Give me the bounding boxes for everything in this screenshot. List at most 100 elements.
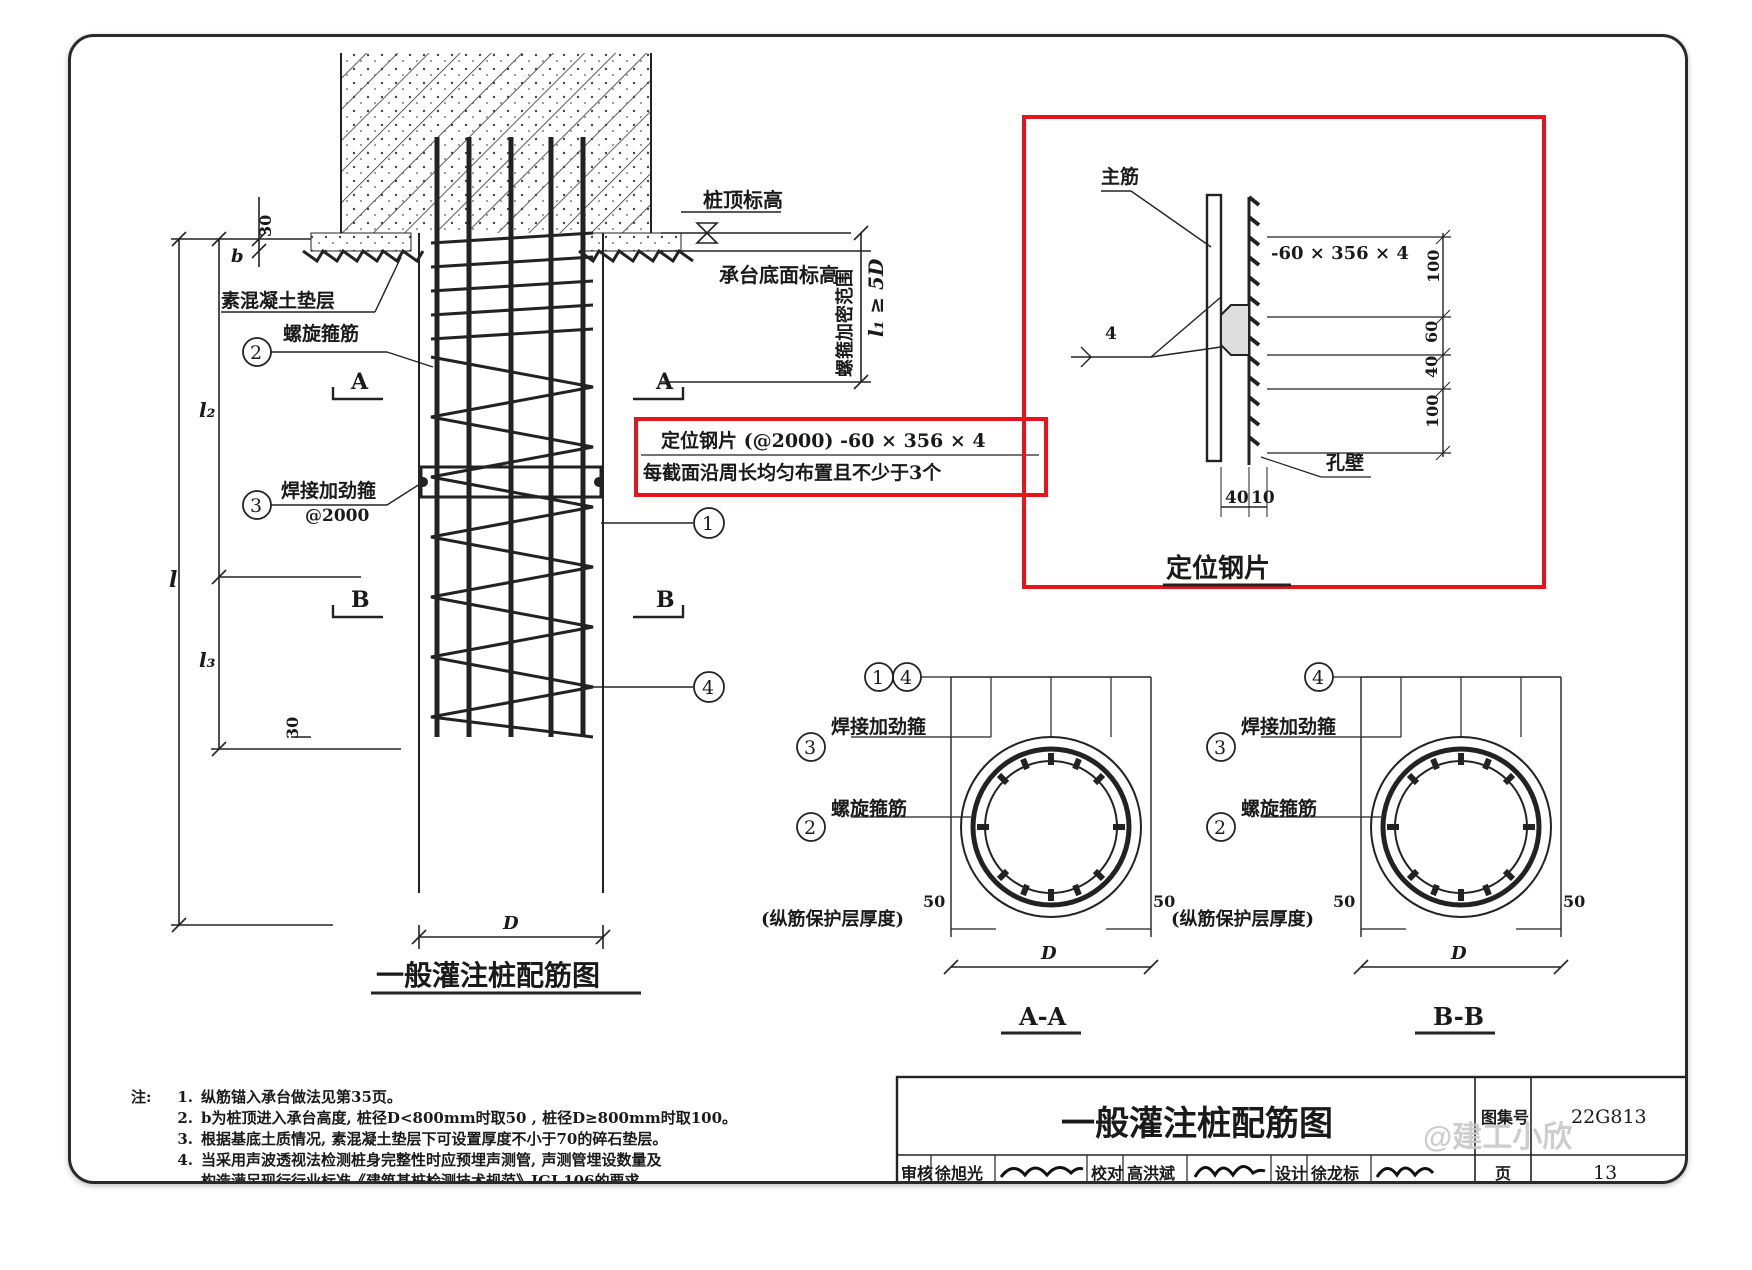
section-a-left: A bbox=[350, 369, 369, 395]
detail-plate-size: -60 × 356 × 4 bbox=[1271, 243, 1409, 264]
weld-stiffener-ring bbox=[418, 465, 604, 499]
detail-drawing bbox=[1071, 190, 1451, 517]
detail-dim-40: 40 bbox=[1422, 356, 1441, 378]
aa-tag-3: 3 bbox=[796, 732, 826, 762]
main-figure-title: 一般灌注桩配筋图 bbox=[376, 959, 600, 992]
spiral-stirrup bbox=[430, 355, 594, 739]
aa-title: A-A bbox=[1018, 1002, 1067, 1031]
weld-stiffener-label: 焊接加劲箍 bbox=[281, 479, 376, 502]
detail-main-bar-label: 主筋 bbox=[1101, 165, 1139, 188]
section-marker-b bbox=[331, 605, 685, 619]
title-block-review-name: 徐旭光 bbox=[934, 1164, 983, 1183]
bb-spiral-label: 螺旋箍筋 bbox=[1241, 797, 1317, 820]
title-block-page-no: 13 bbox=[1593, 1162, 1617, 1184]
positioning-plate-highlight bbox=[634, 417, 1048, 497]
dim-l: l bbox=[169, 567, 177, 593]
detail-dim-60: 60 bbox=[1422, 321, 1441, 343]
left-dimensions bbox=[171, 197, 401, 933]
check-signature bbox=[1193, 1165, 1266, 1178]
positioning-plate-line2: 每截面沿周长均匀布置且不少于3个 bbox=[643, 461, 942, 484]
bb-title: B-B bbox=[1433, 1002, 1484, 1031]
bb-cover-left: 50 bbox=[1333, 892, 1355, 911]
dim-30-top: 30 bbox=[256, 215, 275, 237]
title-block-title: 一般灌注桩配筋图 bbox=[1061, 1104, 1333, 1144]
dim-30-bottom: 30 bbox=[283, 717, 302, 739]
dense-zone-label: 螺箍加密范围 bbox=[834, 269, 856, 377]
lean-concrete-cushion bbox=[302, 232, 694, 264]
svg-text:1: 1 bbox=[702, 513, 714, 535]
title-block-atlas-label: 图集号 bbox=[1481, 1108, 1529, 1127]
aa-dim-D: D bbox=[1040, 943, 1057, 964]
pile-cap-concrete bbox=[340, 53, 652, 233]
note-4: 当采用声波透视法检测桩身完整性时应预埋声测管, 声测管埋设数量及 bbox=[201, 1151, 662, 1169]
title-block-atlas-no: 22G813 bbox=[1571, 1106, 1647, 1128]
section-b-left: B bbox=[351, 587, 370, 613]
note-3: 根据基底土质情况, 素混凝土垫层下可设置厚度不小于70的碎石垫层。 bbox=[201, 1130, 668, 1148]
detail-highlight bbox=[1022, 115, 1546, 589]
notes-prefix: 注: bbox=[131, 1088, 152, 1106]
svg-text:3: 3 bbox=[1214, 737, 1226, 759]
note-num-3: 3. bbox=[177, 1130, 193, 1148]
bb-weld-label: 焊接加劲箍 bbox=[1241, 715, 1336, 738]
positioning-plate-line1: 定位钢片 (@2000) -60 × 356 × 4 bbox=[661, 429, 986, 452]
tag-4-main: 4 bbox=[693, 671, 725, 703]
drawing-sheet: 桩顶标高 承台底面标高 螺箍加密范围 l₁ ≥ 5D 30 b l l₂ l₃ … bbox=[68, 34, 1688, 1184]
title-block bbox=[895, 1075, 1685, 1181]
bb-tag-3: 3 bbox=[1206, 732, 1236, 762]
section-aa bbox=[851, 676, 1159, 975]
detail-hole-wall: 孔壁 bbox=[1326, 451, 1364, 474]
aa-weld-label: 焊接加劲箍 bbox=[831, 715, 926, 738]
svg-text:4: 4 bbox=[1312, 667, 1324, 689]
svg-text:4: 4 bbox=[900, 667, 912, 689]
detail-dim-100b: 100 bbox=[1423, 395, 1442, 428]
bb-dim-D: D bbox=[1450, 943, 1467, 964]
spiral-stirrup-dense bbox=[430, 231, 594, 341]
bb-cover-right: 50 bbox=[1563, 892, 1585, 911]
aa-tag-2: 2 bbox=[796, 812, 826, 842]
note-2: b为桩顶进入承台高度, 桩径D<800mm时取50 , 桩径D≥800mm时取1… bbox=[201, 1109, 738, 1127]
spiral-stirrup-label: 螺旋箍筋 bbox=[283, 322, 359, 345]
tag-1-main: 1 bbox=[693, 507, 725, 539]
section-marker-a bbox=[331, 387, 685, 401]
detail-dim-10-bottom: 10 bbox=[1251, 488, 1275, 508]
dim-D-main bbox=[411, 925, 611, 949]
watermark: @建工小欣 bbox=[1423, 1121, 1572, 1154]
svg-text:3: 3 bbox=[250, 495, 262, 517]
dim-l2: l₂ bbox=[199, 398, 216, 422]
weld-spacing-label: @2000 bbox=[305, 506, 369, 526]
svg-text:2: 2 bbox=[250, 342, 262, 364]
design-signature bbox=[1375, 1166, 1435, 1178]
note-num-4: 4. bbox=[177, 1151, 193, 1169]
svg-text:1: 1 bbox=[872, 667, 884, 689]
detail-weld: 4 bbox=[1105, 324, 1117, 344]
tag-2-main: 2 bbox=[242, 337, 272, 367]
drawing-canvas: 桩顶标高 承台底面标高 螺箍加密范围 l₁ ≥ 5D 30 b l l₂ l₃ … bbox=[169, 53, 1685, 1184]
l1-rule-label: l₁ ≥ 5D bbox=[864, 258, 888, 337]
aa-tag-4: 4 bbox=[892, 662, 922, 692]
section-a-right: A bbox=[655, 369, 674, 395]
aa-tag-1: 1 bbox=[864, 662, 894, 692]
detail-dim-100a: 100 bbox=[1424, 250, 1443, 283]
bb-cover-label: (纵筋保护层厚度) bbox=[1171, 908, 1314, 930]
svg-text:4: 4 bbox=[702, 677, 714, 699]
title-block-check: 校对 bbox=[1091, 1164, 1123, 1183]
lean-concrete-label: 素混凝土垫层 bbox=[221, 289, 335, 312]
note-num-2: 2. bbox=[177, 1109, 193, 1127]
aa-cover-label: (纵筋保护层厚度) bbox=[761, 908, 904, 930]
section-bb bbox=[1261, 676, 1569, 975]
note-num-1: 1. bbox=[177, 1088, 193, 1106]
aa-cover-left: 50 bbox=[923, 892, 945, 911]
title-block-page-label: 页 bbox=[1495, 1164, 1511, 1183]
svg-text:2: 2 bbox=[804, 817, 816, 839]
note-1: 纵筋锚入承台做法见第35页。 bbox=[201, 1088, 402, 1106]
detail-title: 定位钢片 bbox=[1166, 553, 1270, 584]
section-b-right: B bbox=[656, 587, 675, 613]
pile-body bbox=[418, 233, 604, 893]
title-block-review: 审核 bbox=[901, 1164, 933, 1183]
bb-tag-2: 2 bbox=[1206, 812, 1236, 842]
aa-spiral-label: 螺旋箍筋 bbox=[831, 797, 907, 820]
review-signature bbox=[999, 1166, 1084, 1178]
note-num-5 bbox=[171, 1171, 193, 1181]
note-5: 构造满足现行行业标准《建筑基桩检测技术规范》JGJ 106的要求。 bbox=[201, 1172, 655, 1184]
bb-tag-4: 4 bbox=[1304, 662, 1334, 692]
